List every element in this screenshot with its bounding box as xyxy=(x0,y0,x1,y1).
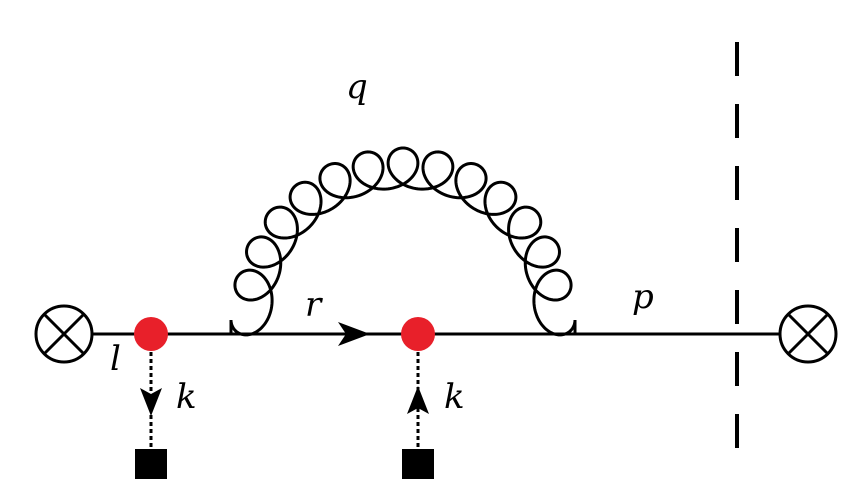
left-vertex xyxy=(34,304,94,364)
up-arrow-icon xyxy=(407,386,429,414)
down-arrow-icon xyxy=(140,388,162,416)
gluon-loop xyxy=(229,146,577,337)
label-l: l xyxy=(110,339,121,379)
right-vertex xyxy=(778,304,838,364)
label-p: p xyxy=(632,277,654,317)
middle-interaction-dot xyxy=(401,317,435,351)
label-k-right: k xyxy=(444,377,465,417)
left-interaction-dot xyxy=(134,317,168,351)
label-q: q xyxy=(346,67,368,107)
quark-arrow-icon xyxy=(338,322,370,346)
label-k-left: k xyxy=(176,377,197,417)
right-source-square xyxy=(402,449,434,479)
left-source-square xyxy=(135,449,167,479)
label-r: r xyxy=(305,285,323,325)
